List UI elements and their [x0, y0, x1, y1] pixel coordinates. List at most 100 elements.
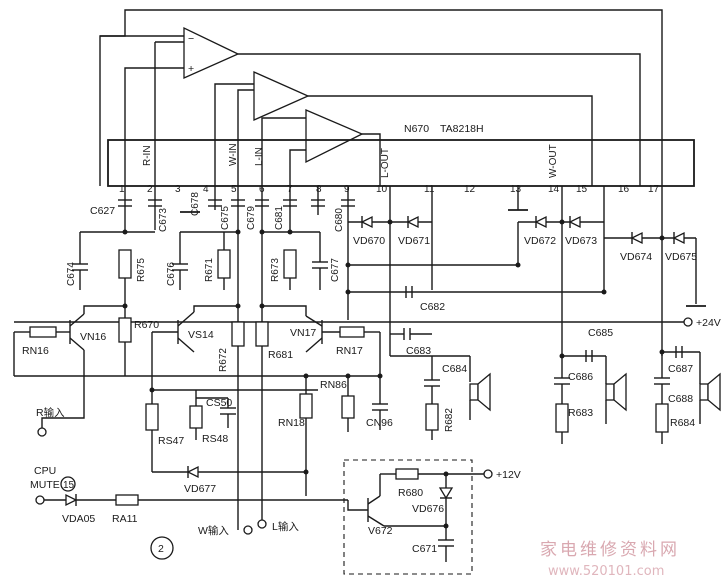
label-r681: R681 — [268, 349, 293, 361]
label-vd676: VD676 — [412, 503, 444, 515]
label-vn16: VN16 — [80, 331, 106, 343]
amplifier-w — [253, 70, 310, 122]
label-r-in: R-IN — [142, 145, 153, 166]
label-rn86: RN86 — [320, 379, 347, 391]
label-c685: C685 — [588, 327, 613, 339]
watermark-url: www.520101.com — [548, 564, 664, 579]
pin-13: 13 — [510, 184, 522, 195]
label-c683: C683 — [406, 345, 431, 357]
label-plus12v: +12V — [496, 469, 521, 481]
mute-label: MUTE — [30, 479, 60, 491]
label-vd677: VD677 — [184, 483, 216, 495]
pin-caps — [118, 199, 528, 213]
pin-2: 2 — [147, 184, 153, 195]
lower-wiring — [124, 186, 663, 356]
label-vs14: VS14 — [188, 329, 214, 341]
pin-9: 9 — [344, 184, 350, 195]
ic-n670: N670 TA8218H — [107, 123, 695, 187]
cpu-label: CPU — [34, 465, 56, 477]
cpu-mute-path: CPU MUTE 15 VDA05 RA11 — [30, 465, 368, 525]
label-cs50: CS50 — [206, 397, 232, 409]
watermark: 家电维修资料网 www.520101.com — [540, 540, 680, 579]
mute-control — [145, 332, 388, 496]
label-rn16: RN16 — [22, 345, 49, 357]
label-vd673: VD673 — [565, 235, 597, 247]
pin-16: 16 — [618, 184, 630, 195]
label-c686: C686 — [568, 371, 593, 383]
ic-label: N670 — [404, 123, 429, 135]
cpu-pin-number: 15 — [63, 480, 75, 491]
label-vd671: VD671 — [398, 235, 430, 247]
label-c688: C688 — [668, 393, 693, 405]
input-terminals: R输入 W输入 L输入 — [36, 350, 299, 537]
amplifier-r: −+ — [183, 26, 240, 80]
label-w-in: W-IN — [228, 143, 239, 166]
label-vd670: VD670 — [353, 235, 385, 247]
output-w: C685 C686 R683 — [554, 327, 627, 444]
figure-number: 2 — [158, 543, 164, 555]
mute-labels: RN16 VN16 R670 VS14 R672 R681 VN17 RN17 — [22, 319, 363, 372]
label-rs48: RS48 — [202, 433, 228, 445]
l-input-label: L输入 — [272, 520, 299, 533]
figure-marker: 2 — [150, 536, 174, 560]
label-r672: R672 — [218, 348, 229, 372]
diode-labels: VD670 VD671 VD672 VD673 VD674 VD675 C682 — [353, 235, 697, 313]
label-r675: R675 — [136, 258, 147, 282]
label-c676: C676 — [166, 262, 177, 286]
svg-text:−: − — [188, 33, 194, 45]
bias-labels: C674 R675 C676 R671 R673 C677 — [66, 258, 341, 286]
label-r684: R684 — [670, 417, 695, 429]
pin-5: 5 — [231, 184, 237, 195]
label-c678: C678 — [190, 192, 201, 216]
label-r683: R683 — [568, 407, 593, 419]
svg-text:+: + — [188, 63, 194, 75]
label-c687: C687 — [668, 363, 693, 375]
pin-4: 4 — [203, 184, 209, 195]
label-vd672: VD672 — [524, 235, 556, 247]
label-ra11: RA11 — [112, 513, 138, 525]
label-c675: C675 — [220, 206, 231, 230]
label-c674: C674 — [66, 262, 77, 286]
label-r673: R673 — [270, 258, 281, 282]
label-vda05: VDA05 — [62, 513, 95, 525]
r-input-label: R输入 — [36, 406, 65, 419]
pin-14: 14 — [548, 184, 560, 195]
label-c684: C684 — [442, 363, 467, 375]
label-r682: R682 — [444, 408, 455, 432]
label-v672: V672 — [368, 525, 393, 537]
pin-15: 15 — [576, 184, 588, 195]
label-r680: R680 — [398, 487, 423, 499]
label-cn96: CN96 — [366, 417, 393, 429]
watermark-cn: 家电维修资料网 — [540, 540, 680, 560]
label-c673: C673 — [158, 208, 169, 232]
label-c679: C679 — [246, 206, 257, 230]
pin-1: 1 — [119, 184, 125, 195]
label-rs47: RS47 — [158, 435, 184, 447]
label-l-in: L-IN — [254, 147, 265, 166]
label-vd674: VD674 — [620, 251, 652, 263]
label-c677: C677 — [330, 258, 341, 282]
pin-11: 11 — [424, 184, 435, 195]
label-plus24v: +24V — [696, 317, 721, 329]
label-c671: C671 — [412, 543, 437, 555]
pin-signal-labels: R-IN W-IN L-IN L-OUT W-OUT — [142, 143, 559, 178]
pin-cap-labels: C627 C673 C678 C675 C679 C681 C680 — [90, 192, 345, 232]
pin-10: 10 — [376, 184, 388, 195]
label-c682: C682 — [420, 301, 445, 313]
output-r: C687 C688 R684 — [654, 346, 721, 444]
bias-network — [72, 229, 328, 290]
pin-17: 17 — [648, 184, 660, 195]
w-input-label: W输入 — [198, 524, 229, 537]
label-r670: R670 — [134, 319, 159, 331]
label-r671: R671 — [204, 258, 215, 282]
feedback-wiring — [99, 9, 663, 186]
label-rn17: RN17 — [336, 345, 363, 357]
label-w-out: W-OUT — [548, 144, 559, 178]
label-vd675: VD675 — [665, 251, 697, 263]
pin-12: 12 — [464, 184, 476, 195]
ic-part: TA8218H — [440, 123, 484, 135]
label-rn18: RN18 — [278, 417, 305, 429]
pin-3: 3 — [175, 184, 181, 195]
label-vn17: VN17 — [290, 327, 316, 339]
